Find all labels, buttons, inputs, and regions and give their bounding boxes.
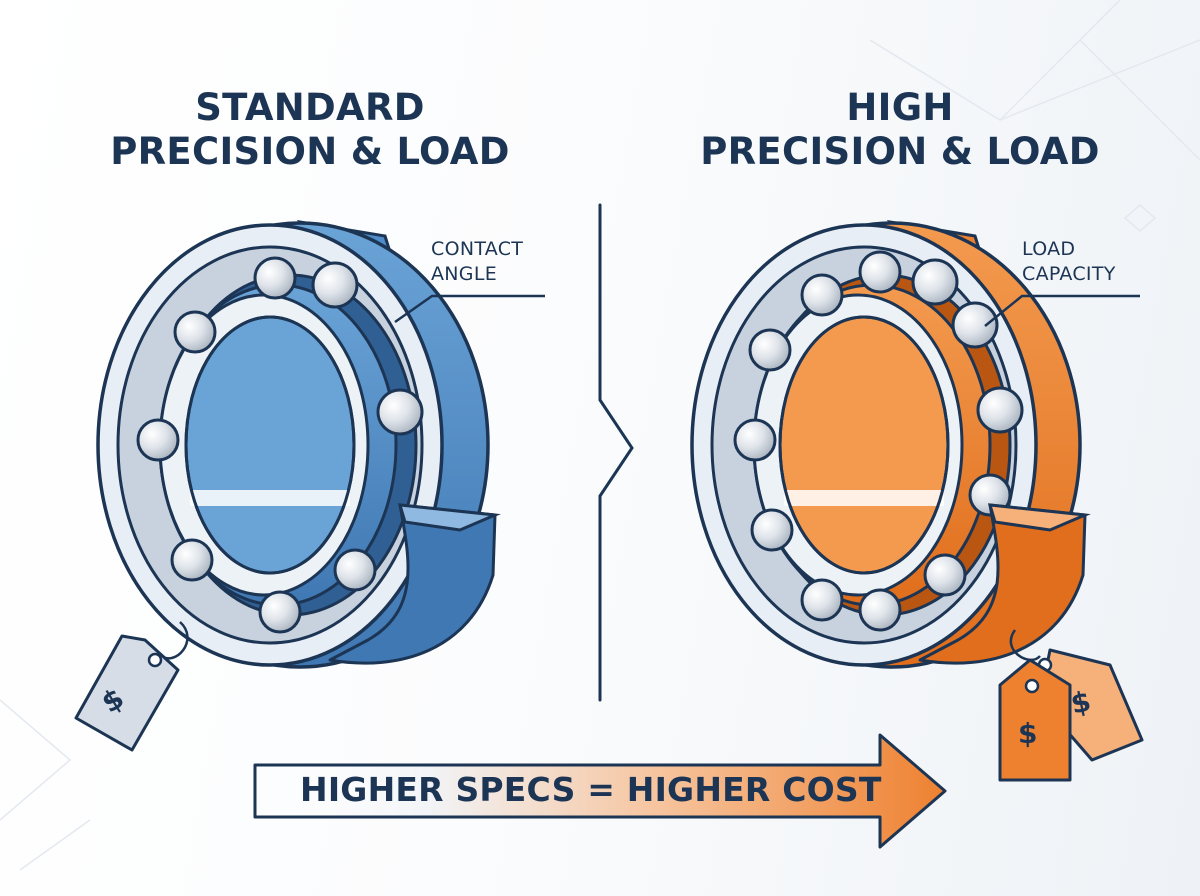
contact-angle-line-2: ANGLE	[431, 263, 498, 285]
standard-bearing	[74, 219, 545, 752]
standard-title: STANDARD PRECISION & LOAD	[60, 86, 560, 174]
contact-angle-line-1: CONTACT	[431, 238, 524, 260]
load-capacity-line-2: CAPACITY	[1022, 263, 1116, 285]
price-tags-right	[998, 629, 1144, 782]
load-capacity-callout: LOAD CAPACITY	[1022, 237, 1116, 287]
standard-title-line-2: PRECISION & LOAD	[110, 130, 510, 173]
cost-arrow	[253, 733, 947, 849]
background-decor	[0, 0, 1200, 871]
standard-title-line-1: STANDARD	[195, 86, 425, 129]
high-title-line-1: HIGH	[846, 86, 954, 129]
cost-banner-text: HIGHER SPECS = HIGHER COST	[300, 770, 882, 809]
price-tag-front-symbol: $	[1018, 717, 1038, 750]
center-divider	[598, 203, 634, 702]
contact-angle-callout: CONTACT ANGLE	[431, 237, 523, 287]
load-capacity-line-1: LOAD	[1022, 238, 1076, 260]
high-title-line-2: PRECISION & LOAD	[700, 130, 1100, 173]
high-title: HIGH PRECISION & LOAD	[650, 86, 1150, 174]
price-tag-left	[74, 621, 189, 752]
high-bearing	[690, 219, 1144, 782]
